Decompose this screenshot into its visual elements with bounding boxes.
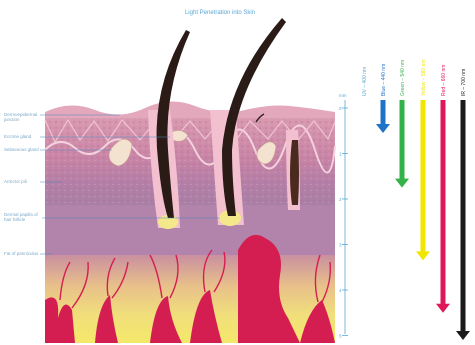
label-arrector-pili: Arrector pili [4, 179, 46, 184]
wavelength-arrow-shaft [461, 100, 466, 332]
wavelength-arrow-shaft [400, 100, 405, 180]
wavelength-label: Blue – 440 nm [381, 64, 387, 96]
wavelength-arrow-shaft [381, 100, 386, 125]
wavelength-arrow-shaft [441, 100, 446, 305]
label-sebaceous-gland: Sebaceous gland [4, 147, 46, 152]
lower-dermis [45, 205, 335, 260]
wavelength-arrow-head [456, 331, 470, 340]
wavelength-arrow-head [395, 179, 409, 188]
wavelength-label: IR – 700 nm [461, 69, 467, 96]
label-eccrine-gland: Eccrine gland [4, 134, 46, 139]
wavelength-arrow-head [436, 304, 450, 313]
depth-unit: mm [339, 93, 347, 98]
label-dermal-papilla: Dermal papilla of hair follicle [4, 212, 44, 222]
depth-scale: mm 0 1 2 3 4 5 [339, 93, 348, 339]
wavelength-label: Red – 660 nm [441, 65, 447, 96]
depth-tick-label: 0 [339, 106, 342, 111]
wavelength-arrow-head [416, 251, 430, 260]
depth-tick-label: 1 [339, 152, 342, 157]
wavelength-arrow-shaft [421, 100, 426, 252]
depth-tick-label: 5 [339, 334, 342, 339]
wavelength-arrows: UV – 400 nm Blue – 440 nm Green – 540 nm Ye… [362, 59, 470, 340]
wavelength-arrow-head [376, 124, 390, 133]
label-dermoepidermal-junction: Dermoepidermal junction [4, 112, 46, 122]
wavelength-label: Yellow – 580 nm [421, 59, 427, 96]
depth-tick-label: 3 [339, 243, 342, 248]
wavelength-label: Green – 540 nm [400, 60, 406, 96]
depth-tick-label: 2 [339, 197, 342, 202]
depth-tick-label: 4 [339, 288, 342, 293]
hair-shaft-3 [290, 140, 299, 205]
wavelength-label: UV – 400 nm [362, 67, 368, 96]
label-panniculus-fat: Fat of panniculus [4, 251, 46, 256]
